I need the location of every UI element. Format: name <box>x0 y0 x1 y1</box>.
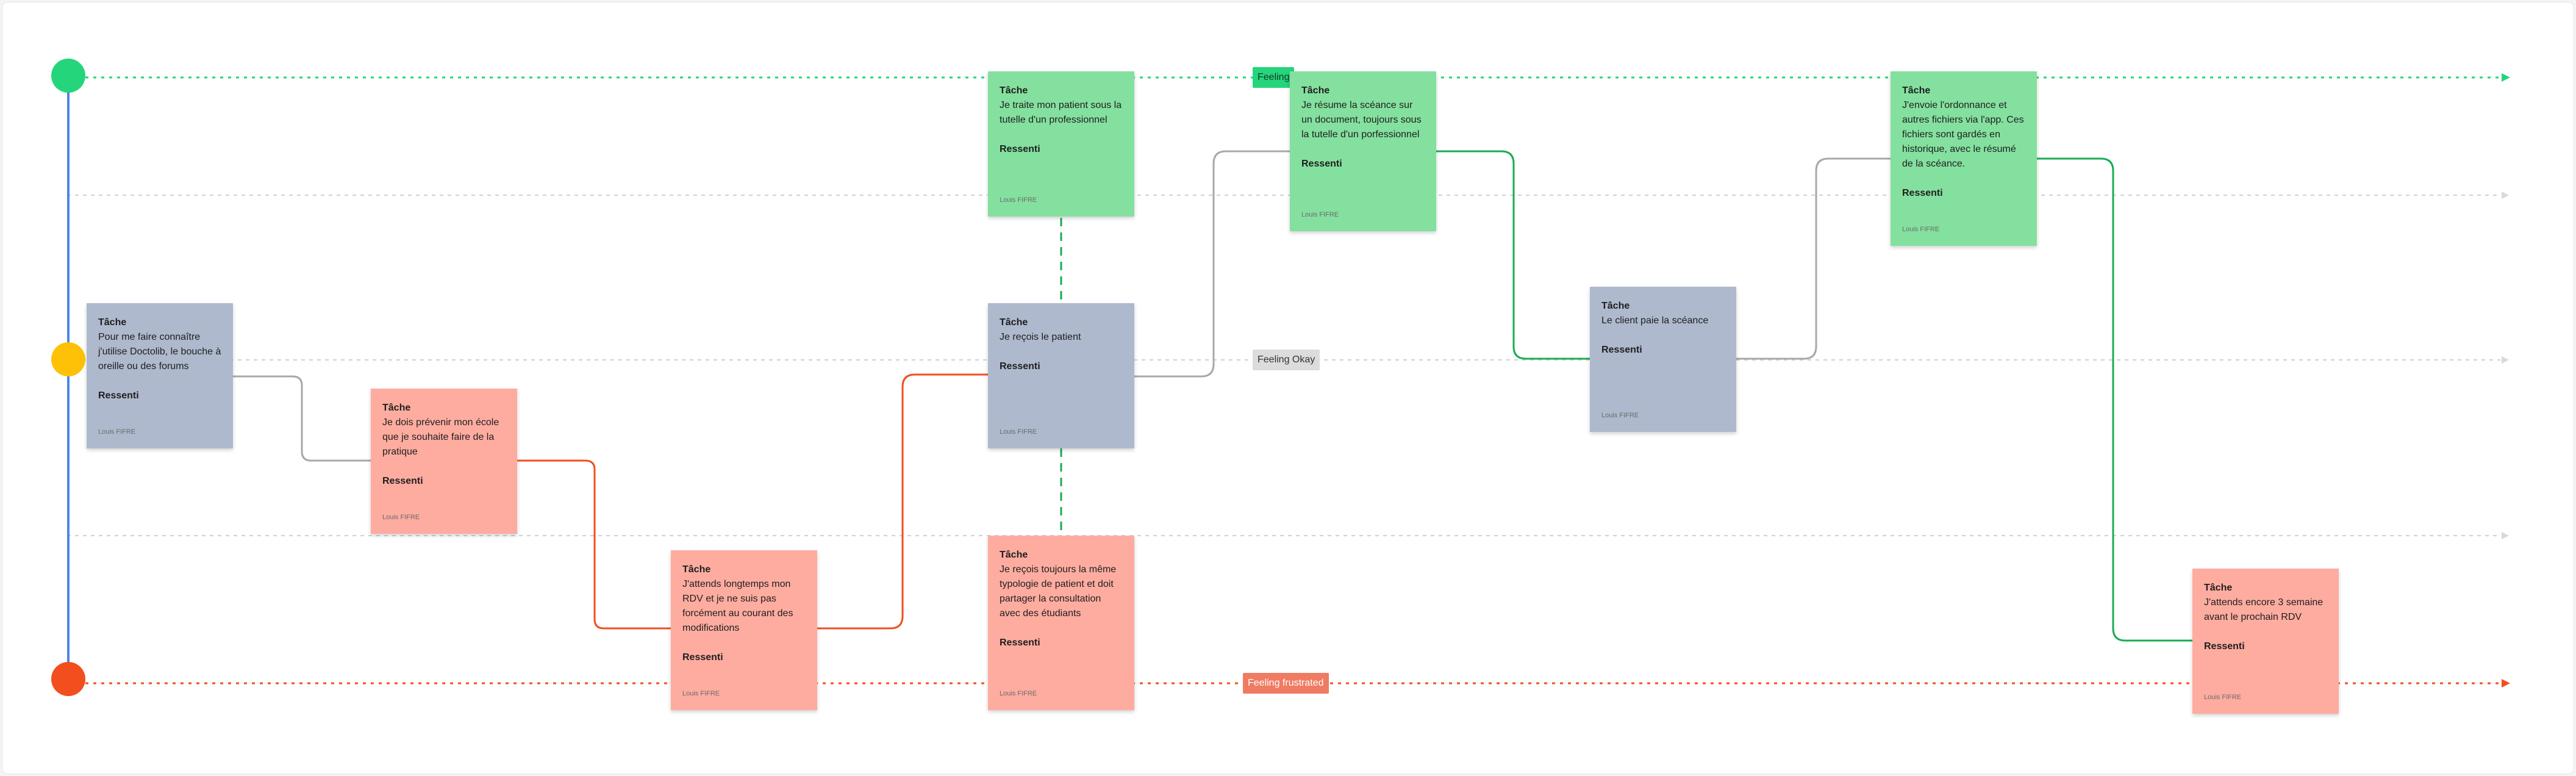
note-author: Louis FIFRE <box>1902 226 1940 233</box>
note-author: Louis FIFRE <box>682 690 720 697</box>
connector-n7-n8[interactable] <box>1436 150 1590 360</box>
lane-arrow-good <box>2502 73 2510 82</box>
note-task-text: Je résume la scéance sur un document, to… <box>1301 100 1422 140</box>
note-task-text: J'attends encore 3 semaine avant le proc… <box>2204 597 2324 622</box>
lane-arrow-upper <box>2502 192 2509 199</box>
note-task-label: Tâche <box>382 403 411 413</box>
sticky-note-n5[interactable]: Tâche Je traite mon patient sous la tutel… <box>988 71 1134 217</box>
note-author: Louis FIFRE <box>1601 412 1639 419</box>
note-author: Louis FIFRE <box>2204 694 2242 701</box>
note-task-label: Tâche <box>1000 85 1028 96</box>
lane-lines <box>67 73 2510 688</box>
note-task-label: Tâche <box>2204 583 2233 593</box>
sticky-note-n7[interactable]: Tâche Je résume la scéance sur un documen… <box>1290 71 1436 231</box>
lane-arrow-okay <box>2502 356 2509 364</box>
connector-n9-n10[interactable] <box>2037 157 2192 642</box>
lane-arrow-frustrated <box>2502 679 2510 688</box>
lane-tag-good: Feeling <box>1253 67 1295 88</box>
note-task-label: Tâche <box>1301 85 1330 96</box>
lane-arrow-lower <box>2502 532 2509 539</box>
note-task-label: Tâche <box>98 317 127 328</box>
note-feeling-label: Ressenti <box>682 652 723 663</box>
connector-n3-n4[interactable] <box>817 373 988 630</box>
note-task-label: Tâche <box>682 564 711 575</box>
note-task-text: Je reçois toujours la même typologie de … <box>1000 564 1117 619</box>
note-author: Louis FIFRE <box>1000 428 1037 436</box>
note-feeling-label: Ressenti <box>2204 641 2245 652</box>
lane-tag-frustrated: Feeling frustrated <box>1243 673 1329 694</box>
note-task-text: Pour me faire connaître j'utilise Doctol… <box>98 332 221 372</box>
note-feeling-label: Ressenti <box>1000 361 1040 372</box>
note-task-text: Le client paie la scéance <box>1601 315 1709 326</box>
note-task-text: Je traite mon patient sous la tutelle d'… <box>1000 100 1122 125</box>
note-task-label: Tâche <box>1000 317 1028 328</box>
note-task-text: Je dois prévenir mon école que je souhai… <box>382 417 499 457</box>
mood-dot-frustrated <box>51 662 85 696</box>
connector-n4-n7[interactable] <box>1134 150 1290 378</box>
lane-tag-okay: Feeling Okay <box>1253 350 1320 370</box>
connector-n2-n3[interactable] <box>517 459 671 630</box>
connectors <box>233 150 2192 642</box>
note-feeling-label: Ressenti <box>1000 144 1040 154</box>
sticky-note-n2[interactable]: Tâche Je dois prévenir mon école que je s… <box>371 389 517 534</box>
note-author: Louis FIFRE <box>1000 196 1037 204</box>
note-task-label: Tâche <box>1902 85 1931 96</box>
note-feeling-label: Ressenti <box>382 476 423 486</box>
note-author: Louis FIFRE <box>98 428 136 436</box>
note-author: Louis FIFRE <box>1000 690 1037 697</box>
note-feeling-label: Ressenti <box>1301 159 1342 169</box>
note-feeling-label: Ressenti <box>1000 638 1040 648</box>
note-feeling-label: Ressenti <box>98 390 139 401</box>
connector-n8-n9[interactable] <box>1736 157 1891 360</box>
note-feeling-label: Ressenti <box>1601 345 1642 355</box>
connector-n1-n2[interactable] <box>233 375 371 462</box>
note-task-text: Je reçois le patient <box>1000 332 1081 342</box>
sticky-note-n6[interactable]: Tâche Je reçois toujours la même typologi… <box>988 536 1134 710</box>
note-author: Louis FIFRE <box>382 514 420 521</box>
note-task-text: J'attends longtemps mon RDV et je ne sui… <box>682 579 793 633</box>
note-task-label: Tâche <box>1601 301 1630 311</box>
note-feeling-label: Ressenti <box>1902 188 1943 198</box>
note-task-label: Tâche <box>1000 550 1028 560</box>
mood-dot-okay <box>51 342 85 376</box>
note-task-text: J'envoie l'ordonnance et autres fichiers… <box>1902 100 2024 169</box>
mood-dot-good <box>51 59 85 93</box>
note-author: Louis FIFRE <box>1301 211 1339 218</box>
